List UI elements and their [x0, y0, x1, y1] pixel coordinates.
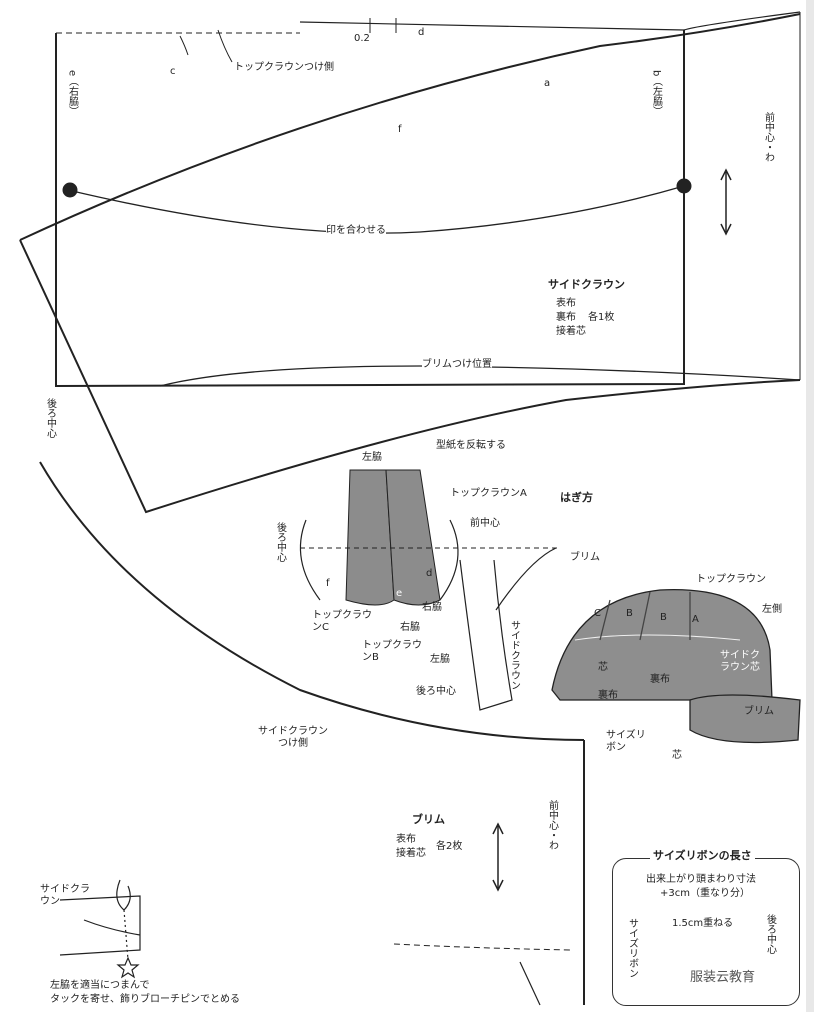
assembly-interfacing-2: 芯 — [672, 750, 682, 761]
ribbon-box-ribbon: サイズリボン — [626, 918, 638, 978]
label-a: a — [544, 78, 551, 89]
label-b-left-side: b（左脇） — [650, 70, 662, 117]
brim-fabric-1: 表布 — [396, 834, 416, 845]
side-crown-fabric-3: 接着芯 — [556, 326, 586, 337]
label-0-2: 0.2 — [354, 33, 370, 44]
layout-back-center: 後ろ中心 — [274, 522, 286, 562]
brim-fabric-2: 接着芯 — [396, 848, 426, 859]
brim-front-center-fold: 前中心・わ — [546, 800, 558, 850]
detail-side-crown: サイドクラウン — [40, 884, 90, 907]
ribbon-box-line-2: +3cm（重なり分） — [660, 888, 750, 899]
label-top-crown-attach: トップクラウンつけ側 — [234, 62, 334, 73]
label-brim-attach: ブリムつけ位置 — [422, 359, 492, 371]
panel-b-2: B — [660, 612, 667, 623]
layout-right-side-2: 右脇 — [400, 622, 420, 633]
side-crown-title: サイドクラウン — [548, 278, 625, 291]
ribbon-box-overlap: 1.5cm重ねる — [672, 918, 734, 929]
brim-side-crown-attach: サイドクラウンつけ側 — [258, 726, 328, 749]
label-match-marks: 印を合わせる — [326, 225, 386, 237]
ribbon-box-title: サイズリボンの長さ — [650, 849, 755, 863]
assembly-lining-2: 裏布 — [650, 674, 670, 685]
layout-left-side: 左脇 — [362, 452, 382, 463]
side-crown-piece — [19, 11, 801, 514]
layout-diagram — [299, 469, 560, 711]
layout-brim: ブリム — [570, 552, 600, 563]
side-crown-fabric-1: 表布 — [556, 298, 576, 309]
page-edge — [806, 0, 814, 1012]
label-back-center: 後ろ中心 — [44, 398, 56, 438]
brooch-detail — [59, 879, 141, 979]
panel-c: C — [594, 608, 601, 619]
layout-top-crown-a: トップクラウンA — [450, 488, 527, 499]
panel-b-1: B — [626, 608, 633, 619]
assembly-size-ribbon: サイズリボン — [606, 730, 646, 753]
layout-top-crown-c: トップクラウンC — [312, 610, 372, 633]
label-f: f — [398, 124, 402, 135]
ribbon-box-line-1: 出来上がり頭まわり寸法 — [646, 874, 756, 885]
assembly-left-side: 左側 — [762, 604, 782, 615]
brim-piece — [39, 461, 585, 1006]
brim-title: ブリム — [412, 813, 445, 826]
layout-reverse-pattern: 型紙を反転する — [436, 440, 506, 451]
detail-note-1: 左脇を適当につまんで — [50, 980, 150, 991]
layout-f: f — [326, 578, 330, 589]
ribbon-box-back-center: 後ろ中心 — [764, 914, 776, 954]
label-e-right-side: e（右脇） — [66, 70, 78, 117]
label-front-center-fold: 前中心・わ — [762, 112, 774, 162]
assembly-brim: ブリム — [744, 706, 774, 717]
layout-right-side: 右脇 — [422, 602, 442, 613]
panel-a: A — [692, 614, 699, 625]
layout-left-side-2: 左脇 — [430, 654, 450, 665]
side-crown-count: 各1枚 — [588, 312, 615, 323]
layout-top-crown-b: トップクラウンB — [362, 640, 422, 663]
assembly-side-crown-interfacing: サイドクラウン芯 — [720, 650, 760, 673]
layout-e: e — [396, 588, 403, 599]
label-c: c — [170, 66, 176, 77]
label-d-top: d — [418, 27, 425, 38]
detail-note-2: タックを寄せ、飾りブローチピンでとめる — [50, 994, 240, 1005]
assembly-interfacing-1: 芯 — [598, 662, 608, 673]
hat-illustration — [551, 588, 801, 744]
layout-back-center-2: 後ろ中心 — [416, 686, 456, 697]
watermark: 服装云教育 — [688, 966, 758, 985]
brim-count: 各2枚 — [436, 841, 463, 852]
assembly-lining-1: 裏布 — [598, 690, 618, 701]
assembly-top-crown: トップクラウン — [696, 574, 766, 585]
layout-side-crown: サイドクラウン — [508, 620, 520, 690]
layout-front-center: 前中心 — [470, 518, 500, 529]
assembly-title: はぎ方 — [560, 491, 593, 504]
side-crown-fabric-2: 裏布 — [556, 312, 576, 323]
layout-d: d — [426, 568, 433, 579]
